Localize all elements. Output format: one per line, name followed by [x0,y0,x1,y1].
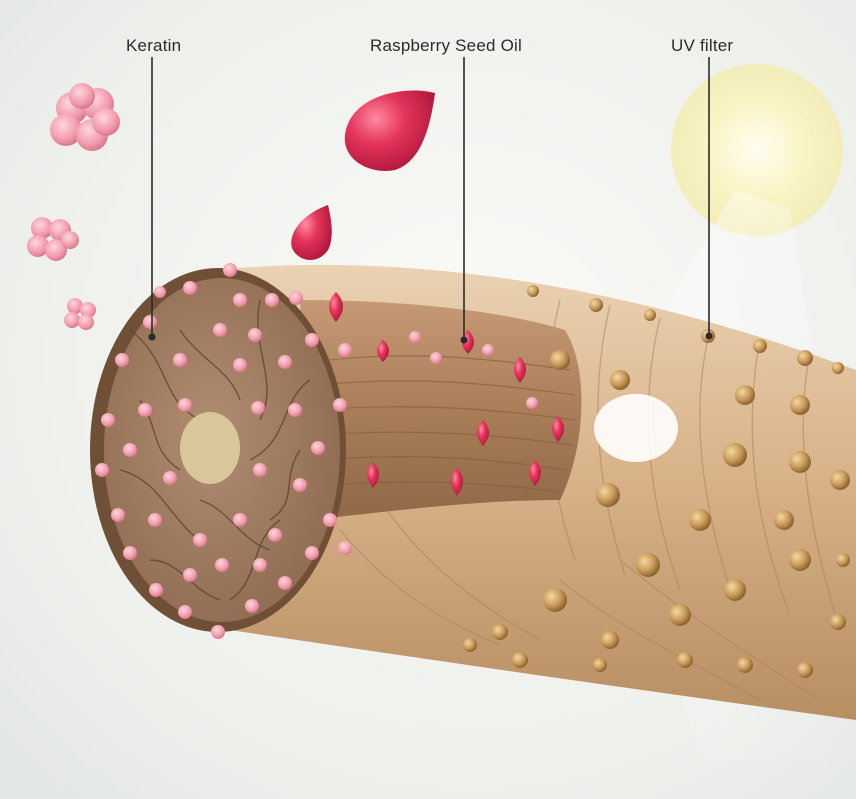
medulla-core [180,412,240,484]
label-keratin: Keratin [126,36,181,56]
label-raspberry-seed-oil: Raspberry Seed Oil [370,36,522,56]
label-uv-filter: UV filter [671,36,733,56]
light-spot [594,394,678,462]
